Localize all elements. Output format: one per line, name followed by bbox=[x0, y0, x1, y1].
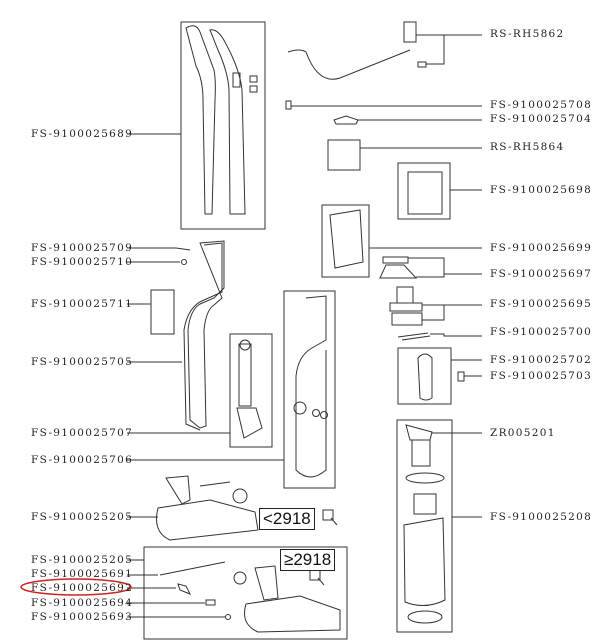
leader-9100025700 bbox=[430, 333, 482, 337]
floorhead-brush bbox=[199, 481, 231, 487]
handle-clip-2 bbox=[249, 85, 258, 93]
part-9100025711-frame bbox=[150, 289, 175, 335]
part-zr005201-top bbox=[405, 424, 433, 441]
label-9100025691: FS-9100025691 bbox=[31, 568, 134, 580]
leader-9100025695-bracket bbox=[422, 305, 445, 321]
part-9100025692 bbox=[177, 583, 192, 595]
part-9100025703 bbox=[457, 371, 465, 382]
part-9100025700-line2 bbox=[401, 335, 431, 341]
label-rh5864: RS-RH5864 bbox=[490, 141, 565, 153]
label-9100025698: FS-9100025698 bbox=[490, 184, 593, 196]
charger-plug bbox=[417, 61, 427, 68]
part-9100025693 bbox=[225, 614, 231, 620]
label-9100025208: FS-9100025208 bbox=[490, 511, 593, 523]
part-9100025709-screw bbox=[175, 247, 191, 251]
label-9100025711: FS-9100025711 bbox=[31, 298, 134, 310]
part-9100025702-frame bbox=[397, 347, 452, 405]
label-9100025205-a: FS-9100025205 bbox=[31, 511, 134, 523]
part-9100025698-frame bbox=[397, 162, 451, 220]
label-9100025699: FS-9100025699 bbox=[490, 242, 593, 254]
body-shell-outline bbox=[183, 242, 223, 431]
label-9100025710: FS-9100025710 bbox=[31, 256, 134, 268]
label-zr005201: ZR005201 bbox=[490, 427, 556, 439]
label-9100025703: FS-9100025703 bbox=[490, 370, 593, 382]
part-zr005201-filter bbox=[411, 439, 431, 467]
part-9100025706-ring2 bbox=[320, 411, 328, 419]
floorhead-new-body bbox=[244, 595, 341, 633]
floorhead-new-frame bbox=[143, 546, 348, 640]
part-9100025710-nut bbox=[181, 259, 187, 265]
label-9100025695: FS-9100025695 bbox=[490, 298, 593, 310]
part-9100025707-tube-top bbox=[239, 339, 251, 351]
label-9100025205-b: FS-9100025205 bbox=[31, 554, 134, 566]
handle-shell-left bbox=[185, 25, 216, 215]
floorhead-body bbox=[156, 499, 259, 541]
handle-button-part bbox=[232, 72, 241, 88]
part-9100025699-body bbox=[329, 209, 364, 269]
label-9100025694: FS-9100025694 bbox=[31, 597, 134, 609]
label-9100025704: FS-9100025704 bbox=[490, 113, 593, 125]
body-shell-left bbox=[187, 240, 225, 429]
part-9100025708 bbox=[285, 100, 292, 110]
floorhead-endcap bbox=[232, 488, 248, 504]
label-9100025709: FS-9100025709 bbox=[31, 242, 134, 254]
part-9100025707-joint bbox=[236, 407, 263, 439]
floorhead-neck bbox=[165, 475, 191, 505]
container-cyclone bbox=[413, 493, 437, 515]
part-9100025699-frame bbox=[321, 204, 370, 278]
label-9100025706: FS-9100025706 bbox=[31, 454, 134, 466]
container-lid bbox=[405, 472, 445, 484]
part-9100025208-frame bbox=[396, 419, 453, 633]
leader-rh5862-plug bbox=[426, 35, 445, 65]
label-9100025707: FS-9100025707 bbox=[31, 427, 134, 439]
label-9100025692: FS-9100025692 bbox=[31, 582, 134, 594]
date-code-magnifier-1 bbox=[330, 517, 338, 526]
label-9100025697: FS-9100025697 bbox=[490, 268, 593, 280]
part-9100025706-ring1 bbox=[312, 409, 320, 417]
part-9100025707-frame bbox=[229, 333, 273, 448]
part-9100025695-mid bbox=[389, 302, 423, 312]
label-9100025708: FS-9100025708 bbox=[490, 99, 593, 111]
date-code-icon-1 bbox=[322, 509, 334, 521]
container-bin bbox=[403, 517, 446, 606]
part-9100025691-endcap bbox=[233, 571, 247, 585]
charger-cable bbox=[287, 49, 411, 80]
part-9100025706-frame bbox=[283, 290, 336, 489]
part-9100025702-body bbox=[417, 353, 433, 401]
date-code-magnifier-2 bbox=[317, 577, 325, 586]
highlight-ellipse bbox=[20, 578, 132, 596]
part-9100025706-body bbox=[295, 295, 327, 478]
label-9100025702: FS-9100025702 bbox=[490, 354, 593, 366]
charger-adapter bbox=[403, 21, 417, 43]
badge-before-2918: <2918 bbox=[259, 508, 315, 530]
part-9100025695-top bbox=[396, 286, 414, 304]
handle-frame bbox=[180, 21, 266, 230]
badge-from-2918: ≥2918 bbox=[280, 549, 336, 571]
part-9100025706-port bbox=[293, 401, 307, 415]
leader-9100025697-bracket bbox=[408, 257, 445, 278]
part-rh5864-motor bbox=[327, 139, 361, 171]
label-rh5862: RS-RH5862 bbox=[490, 28, 565, 40]
part-9100025707-tube bbox=[238, 343, 252, 407]
part-9100025694 bbox=[205, 599, 216, 606]
label-9100025689: FS-9100025689 bbox=[31, 128, 134, 140]
label-9100025705: FS-9100025705 bbox=[31, 356, 134, 368]
handle-shell-right bbox=[209, 29, 246, 215]
label-9100025693: FS-9100025693 bbox=[31, 611, 134, 623]
part-9100025695-bottom bbox=[391, 312, 423, 326]
part-9100025697-cone bbox=[379, 264, 418, 279]
container-base bbox=[407, 610, 443, 624]
part-9100025697-ring bbox=[382, 256, 409, 264]
part-9100025700-line1 bbox=[397, 332, 429, 338]
part-9100025704 bbox=[333, 115, 359, 125]
handle-clip-1 bbox=[249, 75, 258, 83]
part-9100025691-brush bbox=[159, 561, 226, 576]
floorhead-new-neck bbox=[254, 565, 279, 601]
label-9100025700: FS-9100025700 bbox=[490, 326, 593, 338]
part-9100025698-body bbox=[407, 171, 443, 215]
